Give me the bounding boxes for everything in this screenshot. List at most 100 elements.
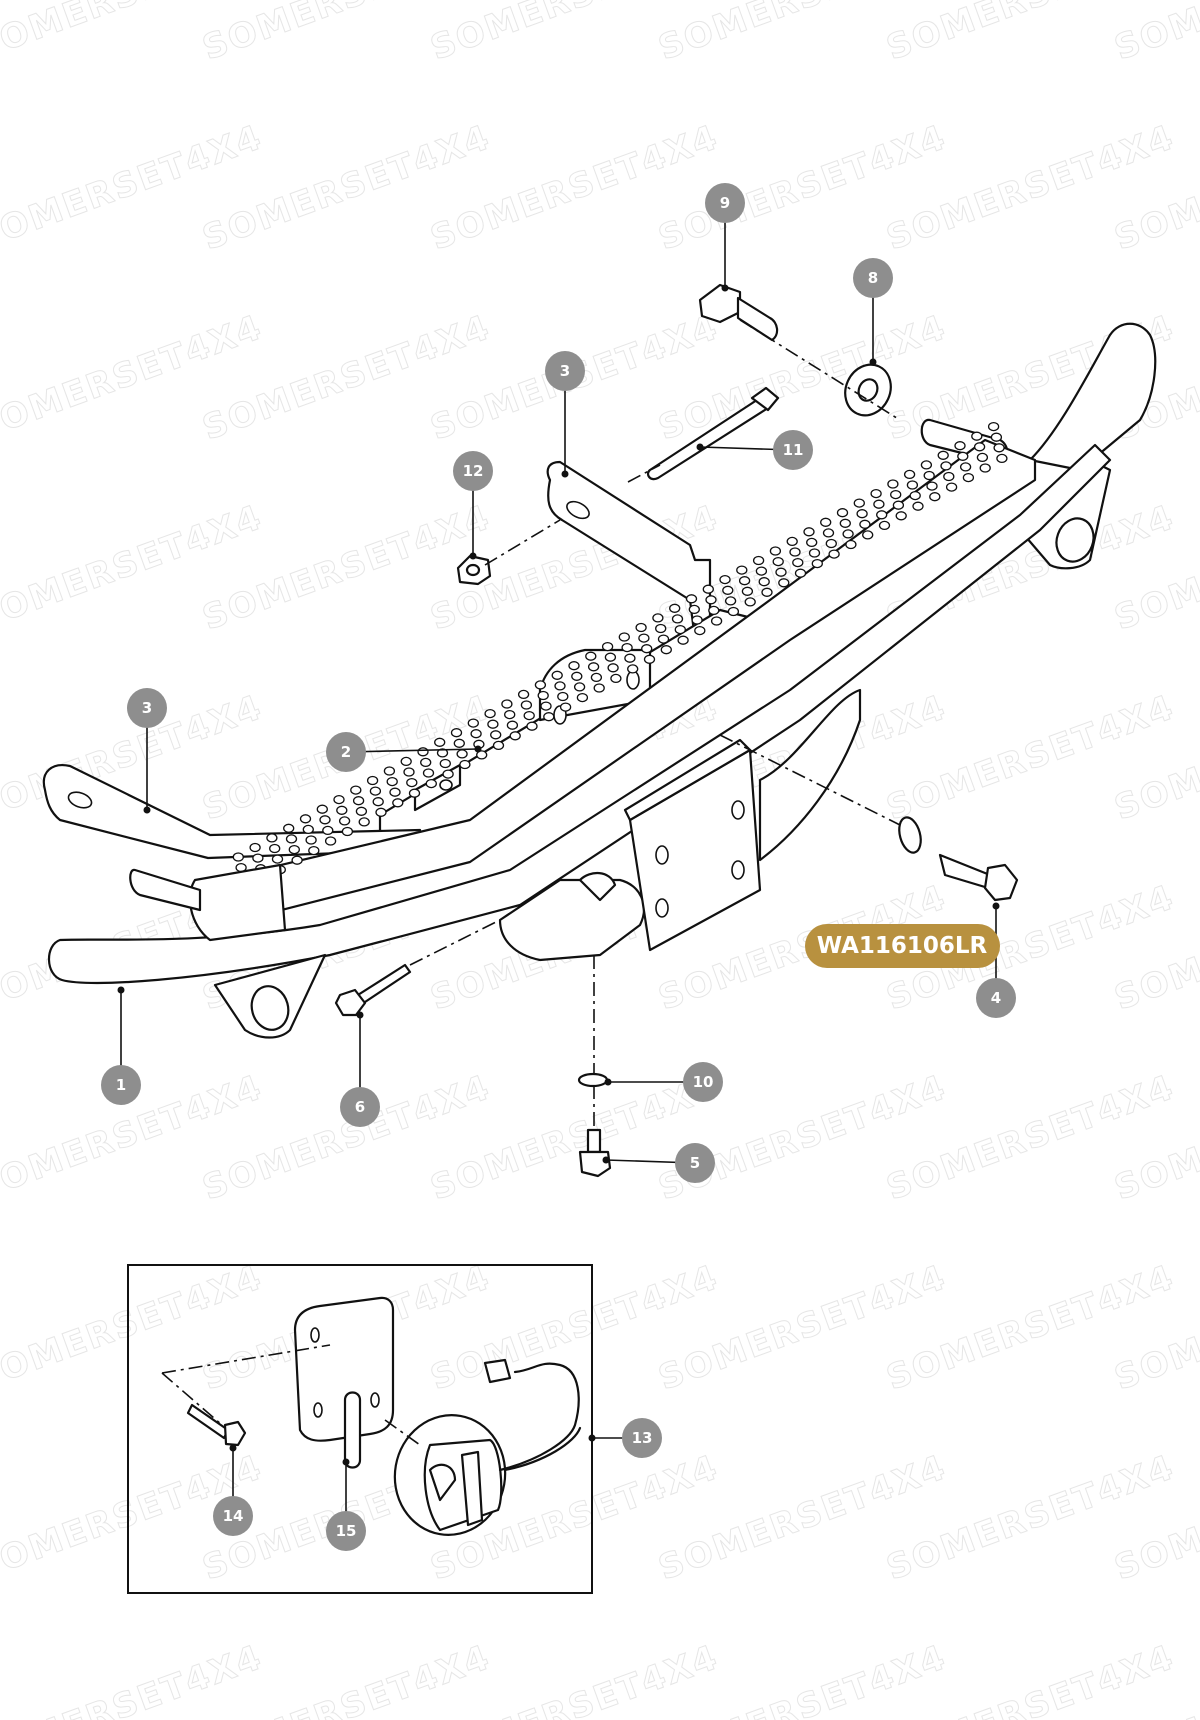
tread-dot xyxy=(372,797,384,807)
tread-dot xyxy=(845,539,857,550)
tread-dot xyxy=(543,712,555,722)
tread-dot xyxy=(333,794,345,805)
bolt-4 xyxy=(898,816,1019,902)
tread-dot xyxy=(476,750,488,760)
callout-2: 2 xyxy=(326,732,366,772)
tread-dot xyxy=(870,488,882,499)
tread-dot xyxy=(688,604,700,615)
callout-number: 15 xyxy=(336,1522,357,1540)
tread-dot xyxy=(772,556,784,567)
tread-dot xyxy=(422,768,435,778)
bolt-6 xyxy=(334,963,412,1017)
socket-cable xyxy=(498,1362,580,1472)
callout-number: 13 xyxy=(632,1429,653,1447)
tread-dot xyxy=(324,836,337,846)
leader-dot-9 xyxy=(721,284,729,292)
tread-dot xyxy=(501,699,513,709)
tread-dot xyxy=(375,807,387,817)
callout-circle xyxy=(545,351,585,391)
tread-dot xyxy=(299,814,312,824)
tread-dot xyxy=(305,835,317,845)
tread-dot xyxy=(895,511,907,521)
leader-dot-14 xyxy=(229,1444,237,1452)
tread-dot xyxy=(926,481,938,491)
tread-dot xyxy=(517,689,530,700)
callout-4: 4 xyxy=(976,978,1016,1018)
callout-circle xyxy=(127,688,167,728)
callout-13: 13 xyxy=(622,1418,662,1458)
hitch-housing xyxy=(498,878,645,962)
tread-dot xyxy=(702,584,714,594)
tread-dot xyxy=(903,469,916,480)
tread-dot xyxy=(338,816,351,826)
callout-circle xyxy=(326,732,366,772)
tread-dot xyxy=(705,595,717,605)
tread-dot xyxy=(792,557,804,568)
tread-dot xyxy=(674,624,686,635)
tread-dot xyxy=(392,798,404,808)
tread-dot xyxy=(467,718,479,728)
washer-10 xyxy=(577,1072,609,1088)
tread-dot xyxy=(624,653,636,663)
tread-dot xyxy=(587,662,600,672)
tread-dot xyxy=(291,855,303,865)
tread-dot xyxy=(526,721,538,731)
tread-dot xyxy=(302,824,314,835)
tread-dot xyxy=(820,517,832,527)
callout-circle xyxy=(622,1418,662,1458)
leader-dot-6 xyxy=(356,1011,364,1019)
leader-dot-12 xyxy=(469,552,477,560)
tread-dot xyxy=(484,708,496,719)
callout-12: 12 xyxy=(453,451,493,491)
tread-dot xyxy=(957,451,969,461)
tread-dot xyxy=(758,577,770,587)
tread-dot xyxy=(442,769,454,779)
tread-dot xyxy=(775,567,787,577)
tread-dot xyxy=(887,479,899,489)
callout-circle xyxy=(683,1062,723,1102)
leader-dot-10 xyxy=(604,1078,612,1086)
tread-dot xyxy=(450,728,463,738)
tow-socket xyxy=(393,1414,507,1536)
tread-dot xyxy=(285,834,298,844)
callout-number: 3 xyxy=(142,699,152,717)
tread-dot xyxy=(842,529,854,539)
tread-dot xyxy=(439,758,451,769)
tread-dot xyxy=(568,661,580,671)
tread-dot xyxy=(389,787,401,797)
tread-dot xyxy=(876,510,888,520)
leader-dot-13 xyxy=(588,1434,596,1442)
tread-dot xyxy=(906,480,919,490)
tread-dot xyxy=(271,854,284,864)
callout-circle xyxy=(976,978,1016,1018)
electrics-inset xyxy=(127,1264,593,1594)
tread-dot xyxy=(724,596,737,606)
tread-dot xyxy=(627,664,639,674)
callout-9: 9 xyxy=(705,183,745,223)
watermark-text: SOMERSET4X4 xyxy=(1109,0,1200,68)
tread-dot xyxy=(752,555,765,566)
tread-dot xyxy=(520,700,533,710)
callout-circle xyxy=(101,1065,141,1105)
tread-dot xyxy=(635,622,647,633)
tread-dot xyxy=(873,499,885,509)
tread-dot xyxy=(403,767,415,777)
tread-dot xyxy=(806,537,818,548)
tread-dot xyxy=(585,651,597,661)
leader-line-2 xyxy=(345,748,479,753)
tread-dot xyxy=(369,786,382,796)
tread-dot xyxy=(990,432,1003,442)
tread-dot xyxy=(383,766,396,776)
tread-dot xyxy=(573,682,586,692)
tread-dot xyxy=(652,613,664,623)
tread-dot xyxy=(523,710,535,721)
tread-dot xyxy=(811,558,823,569)
callout-6: 6 xyxy=(340,1087,380,1127)
tread-dot xyxy=(366,775,379,786)
leader-dot-8 xyxy=(869,358,877,366)
tread-dot xyxy=(778,578,790,588)
callout-number: 2 xyxy=(341,743,351,761)
tread-dot xyxy=(828,549,840,559)
